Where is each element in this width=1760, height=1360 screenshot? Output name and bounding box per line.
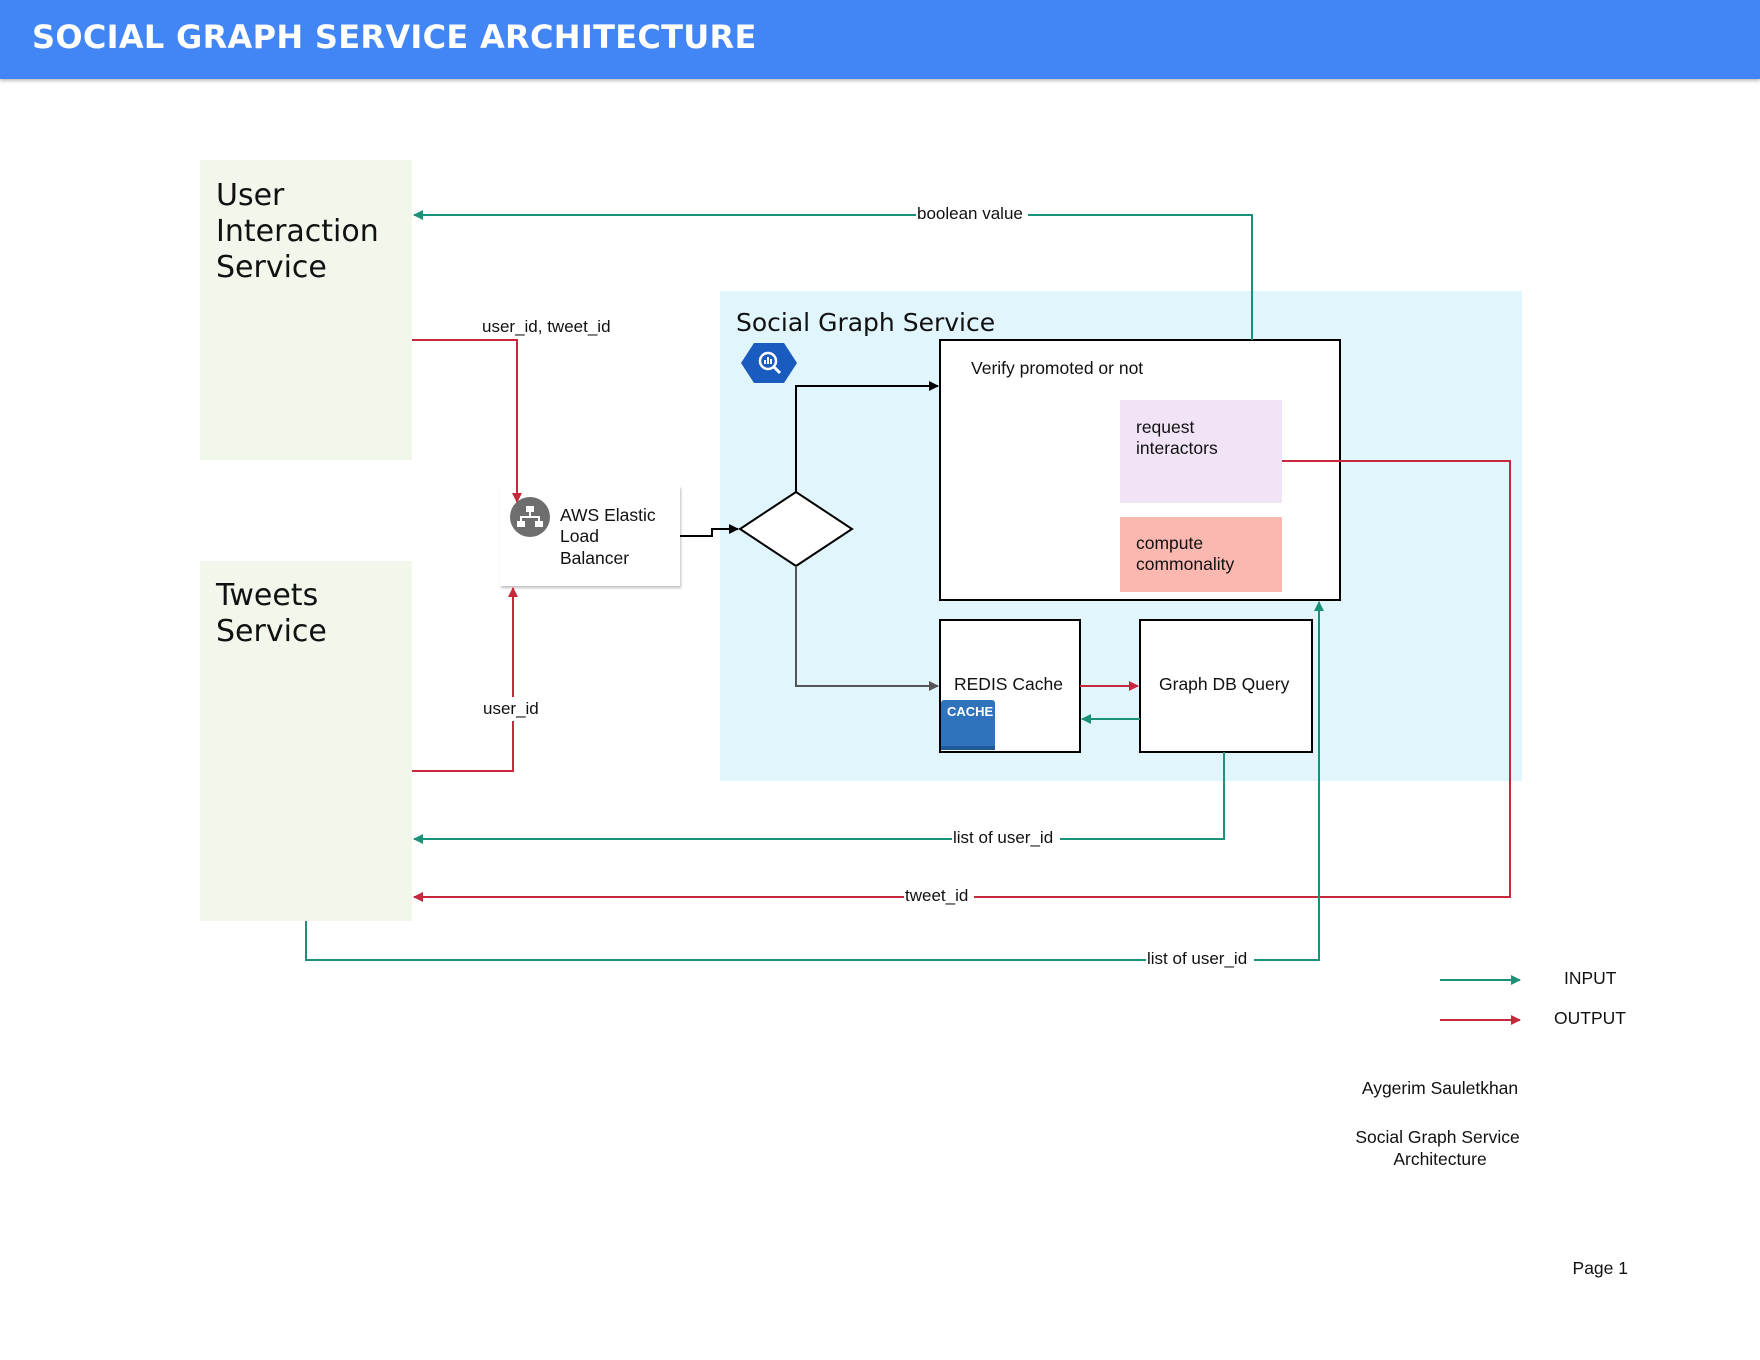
cache-badge-label: CACHE [947,704,994,719]
legend-input-label: INPUT [1564,968,1617,988]
edge-decision-to-verify [795,381,939,492]
redis-cache-label: REDIS Cache [954,674,1063,694]
edge-label-boolean-value: boolean value [917,204,1023,223]
edge-label-list-of-user-id-2: list of user_id [1147,949,1247,968]
user-interaction-service-box [200,160,412,460]
load-balancer-label: AWS Elastic Load Balancer [560,505,661,568]
sitemap-icon [510,497,550,537]
edge-label-tweet-id: tweet_id [905,886,968,905]
edge-label-list-of-user-id-1: list of user_id [953,828,1053,847]
document-title: Social Graph Service Architecture [1355,1127,1524,1169]
tweets-service-label: Tweets Service [215,578,328,649]
verify-promoted-label: Verify promoted or not [971,358,1143,378]
edge-lb-to-decision [680,524,739,537]
cache-badge [941,700,995,750]
request-interactors-box [1120,400,1282,503]
tweets-service-box [200,561,412,921]
edge-user-id-tweet-id [412,339,522,503]
graph-db-query-box [1139,619,1313,753]
cache-badge-shadow [941,746,995,750]
legend-output-label: OUTPUT [1554,1008,1626,1028]
user-interaction-service-label: User Interaction Service [216,178,388,285]
request-interactors-label: request interactors [1136,417,1218,458]
header-bar: SOCIAL GRAPH SERVICE ARCHITECTURE [0,0,1760,79]
edge-decision-to-redis [795,566,939,691]
compute-commonality-label: compute commonality [1136,533,1234,574]
edge-list-of-user-id-1 [413,752,1225,844]
edge-label-user-id: user_id [483,699,539,718]
compute-commonality-box [1120,517,1282,592]
page-number: Page 1 [1573,1258,1628,1278]
edge-user-id [412,587,518,772]
edge-boolean-value [413,210,1253,340]
page-title: SOCIAL GRAPH SERVICE ARCHITECTURE [32,18,757,56]
edge-list-of-user-id-2 [305,601,1324,961]
graph-db-query-label: Graph DB Query [1159,674,1290,694]
analytics-hexagon-icon [741,343,797,383]
author-name: Aygerim Sauletkhan [1362,1078,1518,1098]
edge-label-user-id-tweet-id: user_id, tweet_id [482,317,611,336]
social-graph-title: Social Graph Service [736,308,995,337]
